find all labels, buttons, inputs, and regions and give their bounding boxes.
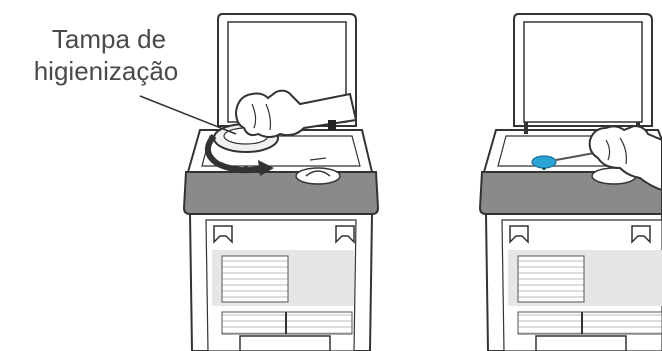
right-machine xyxy=(480,14,662,351)
left-grey-band xyxy=(184,172,378,214)
right-open-lid xyxy=(514,14,652,126)
left-machine xyxy=(140,14,378,351)
left-vent xyxy=(222,256,288,302)
left-latch xyxy=(328,120,336,130)
right-bottom-vent xyxy=(518,312,662,334)
right-vent xyxy=(518,256,584,302)
